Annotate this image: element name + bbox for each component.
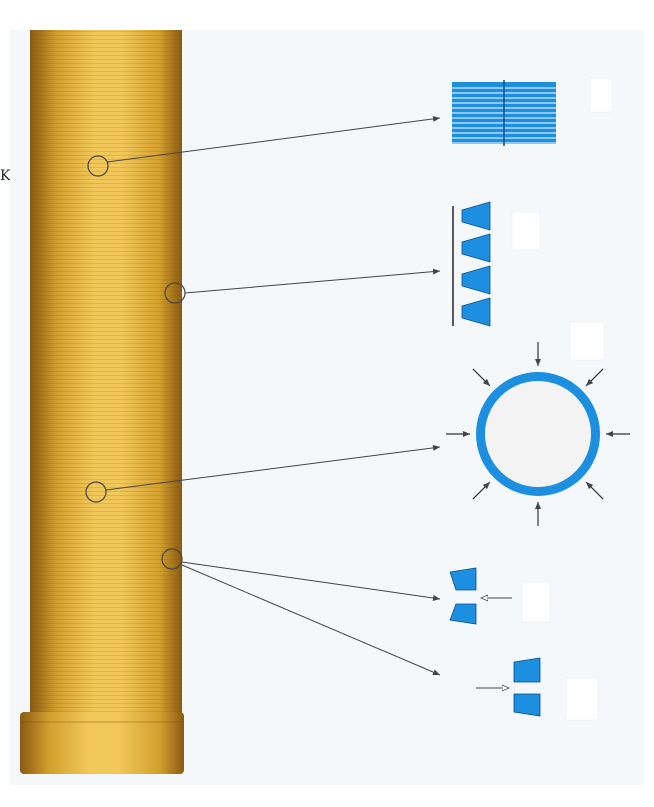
pressure-arrow (585, 368, 604, 387)
slot-grid-part (452, 80, 556, 146)
callout-circle-3 (85, 481, 107, 503)
stack-wedge-1 (461, 201, 491, 231)
slot-opening-inward-part (449, 567, 512, 625)
slot-opening-outward-part (476, 657, 541, 717)
label-boxes (511, 77, 613, 721)
pipe-end-collar (20, 712, 184, 774)
wire-wrapped-pipe (20, 30, 184, 774)
pressure-arrow (472, 481, 491, 500)
ring-cross-section-part (446, 342, 630, 526)
inward-wedge-top (449, 567, 477, 591)
stack-wedge-2 (461, 233, 491, 263)
leader-line-3 (105, 444, 441, 491)
leader-line-5 (181, 564, 441, 676)
label-box-1 (589, 77, 613, 113)
pressure-arrow (585, 481, 604, 500)
label-box-4 (521, 581, 551, 623)
leader-line-2 (184, 268, 441, 294)
trapezoid-wire-stack-part (452, 201, 491, 327)
pressure-arrow (472, 368, 491, 387)
callout-circle-1 (87, 155, 109, 177)
leader-lines (105, 115, 441, 676)
ring-inner (485, 381, 591, 487)
leader-line-4 (181, 561, 441, 601)
inward-wedge-bottom (449, 603, 477, 625)
outward-wedge-bottom (513, 693, 541, 717)
callout-circles (85, 155, 186, 570)
stack-wedge-4 (461, 297, 491, 327)
label-box-3 (569, 321, 605, 361)
side-mark: K (0, 168, 11, 184)
stack-wedge-3 (461, 265, 491, 295)
pipe-grooves (30, 30, 182, 720)
outward-wedge-top (513, 657, 541, 683)
leader-line-1 (106, 115, 441, 163)
label-box-2 (511, 211, 541, 251)
callout-circle-4 (161, 548, 183, 570)
label-box-5 (565, 677, 599, 721)
